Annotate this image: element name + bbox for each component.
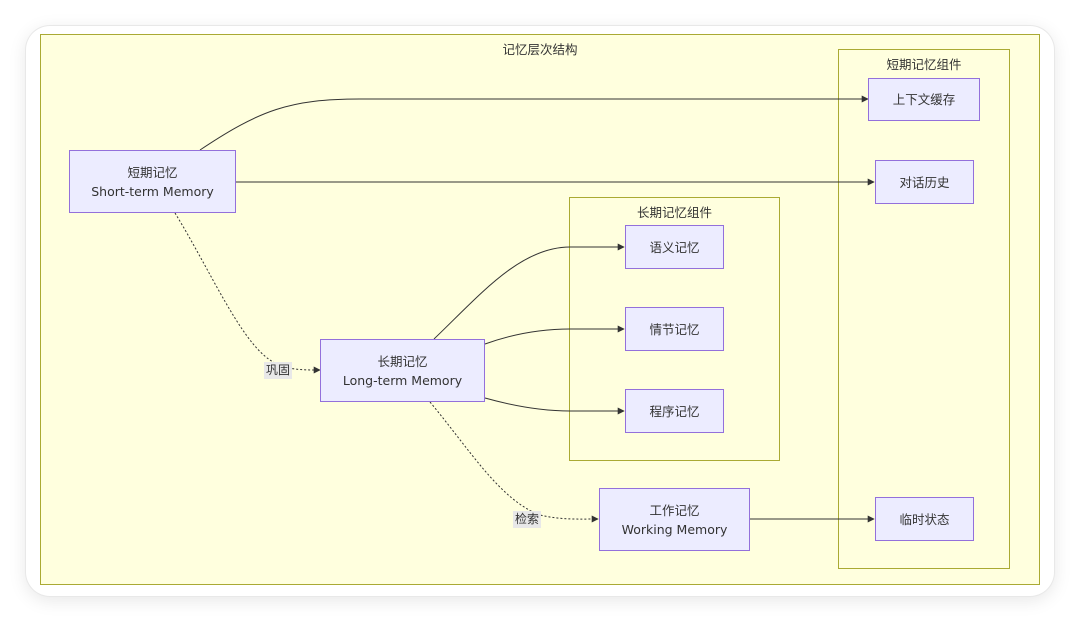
cluster-title-long-term-components: 长期记忆组件 [636,205,712,220]
edge-label-retrieve: 检索 [513,511,542,528]
node-long-term-memory-zh: 长期记忆 [377,353,428,369]
edge-label-consolidate: 巩固 [264,362,293,379]
node-long-term-memory-en: Long-term Memory [342,372,463,388]
edge-long-to-episodic [484,325,625,345]
node-temp-state[interactable]: 临时状态 [875,497,974,541]
node-short-term-memory-en: Short-term Memory [91,183,214,199]
edge-short-to-context-cache [199,95,869,151]
cluster-memory-hierarchy: 记忆层次结构 [40,34,1040,585]
node-short-term-memory-zh: 短期记忆 [127,164,178,180]
node-working-memory-en: Working Memory [621,521,728,537]
cluster-title-short-term-components: 短期记忆组件 [886,57,962,72]
node-procedural-memory[interactable]: 程序记忆 [625,389,724,433]
edge-long-to-procedural [484,397,625,415]
node-short-term-memory[interactable]: 短期记忆 Short-term Memory [69,150,236,213]
node-episodic-memory[interactable]: 情节记忆 [625,307,724,351]
node-working-memory-zh: 工作记忆 [649,502,700,518]
edge-long-to-semantic [433,243,625,340]
node-working-memory[interactable]: 工作记忆 Working Memory [599,488,750,551]
node-context-cache[interactable]: 上下文缓存 [868,78,980,121]
edge-long-to-working-retrieve [429,401,599,523]
node-long-term-memory[interactable]: 长期记忆 Long-term Memory [320,339,485,402]
cluster-short-term-components: 短期记忆组件 [838,49,1010,569]
edge-short-to-long-consolidate [174,212,321,374]
node-semantic-memory[interactable]: 语义记忆 [625,225,724,269]
cluster-title-memory-hierarchy: 记忆层次结构 [502,42,578,57]
node-dialog-history[interactable]: 对话历史 [875,160,974,204]
